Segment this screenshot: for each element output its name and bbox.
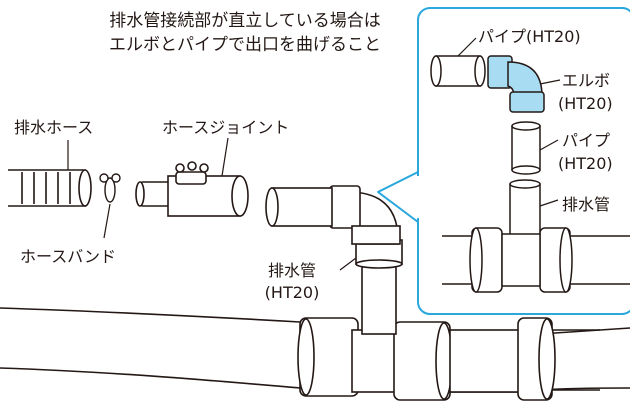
- inset-label-elbow-spec: (HT20): [558, 94, 613, 113]
- hose-band-icon: [99, 173, 121, 203]
- label-hose-joint: ホースジョイント: [162, 118, 289, 137]
- label-drain-pipe-spec: (HT20): [265, 283, 320, 302]
- inset-label-drain-pipe: 排水管: [562, 195, 610, 214]
- inset-drain-pipe-icon: [442, 179, 630, 293]
- label-drain-hose: 排水ホース: [14, 118, 93, 137]
- inset-pipe-mid-icon: [511, 121, 541, 175]
- inset-label-pipe-mid: パイプ: [562, 131, 610, 150]
- elbow-icon: [329, 185, 401, 245]
- label-hose-band: ホースバンド: [20, 247, 116, 266]
- drain-pipe-icon: [355, 239, 403, 335]
- inset-label-pipe-mid-spec: (HT20): [558, 154, 613, 173]
- inset-pipe-top-icon: [430, 55, 486, 87]
- inset-label-pipe-top: パイプ(HT20): [478, 27, 581, 46]
- drain-hose-icon: [8, 169, 92, 207]
- pipe-icon: [265, 187, 333, 227]
- label-drain-pipe: 排水管: [268, 261, 316, 280]
- title-line-2: エルボとパイプで出口を曲げること: [109, 35, 381, 55]
- inset-elbow-icon: [487, 55, 545, 113]
- tee-joint-icon: [297, 317, 600, 401]
- hose-joint-icon: [135, 161, 249, 217]
- inset-label-elbow: エルボ: [562, 71, 610, 90]
- title-line-1: 排水管接続部が直立している場合は: [109, 11, 381, 31]
